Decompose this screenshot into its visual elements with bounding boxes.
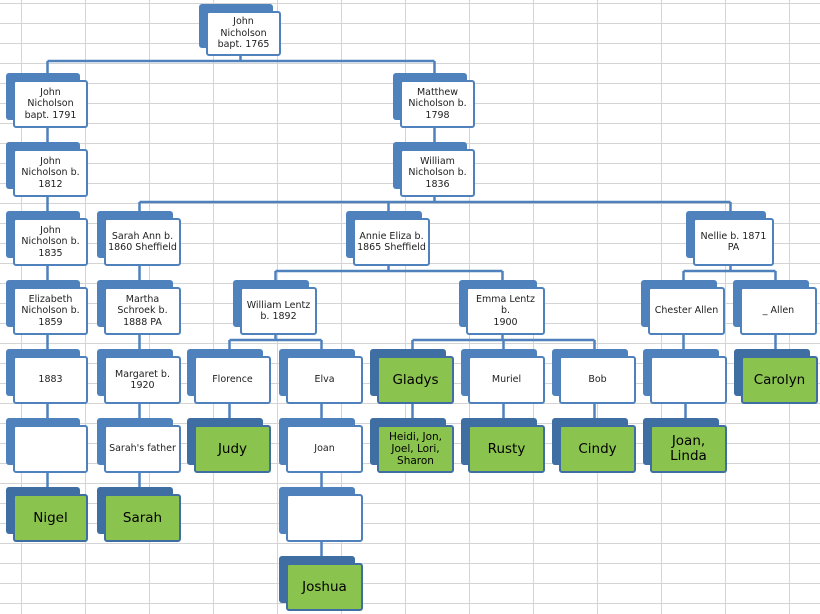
node-blank-1883-child[interactable] [6, 418, 88, 473]
node-label: Matthew Nicholson b. 1798 [408, 86, 467, 121]
node-bob[interactable]: Bob [552, 349, 636, 404]
node-label: _ Allen [762, 305, 795, 317]
node-label: Cindy [578, 440, 617, 457]
node-label: Sarah's father [109, 443, 176, 455]
node-label: Elva [314, 374, 335, 386]
node-label: John Nicholson b. 1835 [21, 224, 80, 259]
node-john-nicholson-1791[interactable]: John Nicholson bapt. 1791 [6, 73, 88, 128]
node-joan-linda[interactable]: Joan, Linda [643, 418, 727, 473]
node-label: Sarah [122, 509, 163, 526]
node-label: William Lentz b. 1892 [246, 299, 311, 323]
node-label: Chester Allen [654, 305, 719, 317]
node-label: Heidi, Jon, Joel, Lori, Sharon [388, 431, 443, 467]
node-william-nicholson[interactable]: William Nicholson b. 1836 [393, 142, 475, 197]
node-label: John Nicholson bapt. 1791 [24, 86, 77, 121]
node-label: Gladys [392, 371, 439, 388]
node-william-lentz[interactable]: William Lentz b. 1892 [233, 280, 317, 335]
node-blank-joan-child[interactable] [279, 487, 363, 542]
node-margaret[interactable]: Margaret b. 1920 [97, 349, 181, 404]
node-john-nicholson-1765[interactable]: John Nicholson bapt. 1765 [199, 4, 281, 56]
node-label: John Nicholson bapt. 1765 [217, 16, 270, 51]
node-label: Judy [217, 440, 248, 457]
node-cindy[interactable]: Cindy [552, 418, 636, 473]
node-carolyn[interactable]: Carolyn [734, 349, 818, 404]
node-1883[interactable]: 1883 [6, 349, 88, 404]
node-blank-chester-child[interactable] [643, 349, 727, 404]
node-rusty[interactable]: Rusty [461, 418, 545, 473]
node-label: Annie Eliza b. 1865 Sheffield [357, 230, 426, 254]
node-allen[interactable]: _ Allen [733, 280, 817, 335]
node-label: Sarah Ann b. 1860 Sheffield [108, 230, 177, 254]
node-sarah[interactable]: Sarah [97, 487, 181, 542]
node-heidi-jon-joel-lori-sharon[interactable]: Heidi, Jon, Joel, Lori, Sharon [370, 418, 454, 473]
node-chester-allen[interactable]: Chester Allen [641, 280, 725, 335]
node-florence[interactable]: Florence [187, 349, 271, 404]
node-label: 1883 [38, 374, 63, 386]
node-joshua[interactable]: Joshua [279, 556, 363, 611]
node-john-nicholson-1835[interactable]: John Nicholson b. 1835 [6, 211, 88, 266]
node-gladys[interactable]: Gladys [370, 349, 454, 404]
node-label: Rusty [487, 440, 526, 457]
node-label: Bob [588, 374, 607, 386]
node-judy[interactable]: Judy [187, 418, 271, 473]
node-martha-schroek[interactable]: Martha Schroek b. 1888 PA [97, 280, 181, 335]
node-sarah-ann[interactable]: Sarah Ann b. 1860 Sheffield [97, 211, 181, 266]
node-label: Carolyn [753, 371, 806, 388]
node-label: Emma Lentz b. 1900 [475, 293, 536, 328]
node-elva[interactable]: Elva [279, 349, 363, 404]
node-label: John Nicholson b. 1812 [21, 155, 80, 190]
node-label: Elizabeth Nicholson b. 1859 [21, 293, 80, 328]
node-joan[interactable]: Joan [279, 418, 363, 473]
node-annie-eliza[interactable]: Annie Eliza b. 1865 Sheffield [346, 211, 430, 266]
node-label: Florence [212, 374, 253, 386]
node-label: Nellie b. 1871 PA [700, 230, 767, 254]
node-nigel[interactable]: Nigel [6, 487, 88, 542]
node-emma-lentz[interactable]: Emma Lentz b. 1900 [459, 280, 545, 335]
node-sarahs-father[interactable]: Sarah's father [97, 418, 181, 473]
node-matthew-nicholson[interactable]: Matthew Nicholson b. 1798 [393, 73, 475, 128]
node-label: William Nicholson b. 1836 [408, 155, 467, 190]
node-label: Nigel [33, 509, 68, 526]
node-label: Martha Schroek b. 1888 PA [117, 293, 168, 328]
node-john-nicholson-1812[interactable]: John Nicholson b. 1812 [6, 142, 88, 197]
node-nellie[interactable]: Nellie b. 1871 PA [686, 211, 774, 266]
node-muriel[interactable]: Muriel [461, 349, 545, 404]
node-label: Joshua [302, 578, 347, 595]
node-label: Muriel [491, 374, 522, 386]
node-label: Joan, Linda [670, 433, 707, 464]
node-label: Joan [314, 443, 335, 455]
node-elizabeth-nicholson[interactable]: Elizabeth Nicholson b. 1859 [6, 280, 88, 335]
node-label: Margaret b. 1920 [115, 368, 170, 392]
